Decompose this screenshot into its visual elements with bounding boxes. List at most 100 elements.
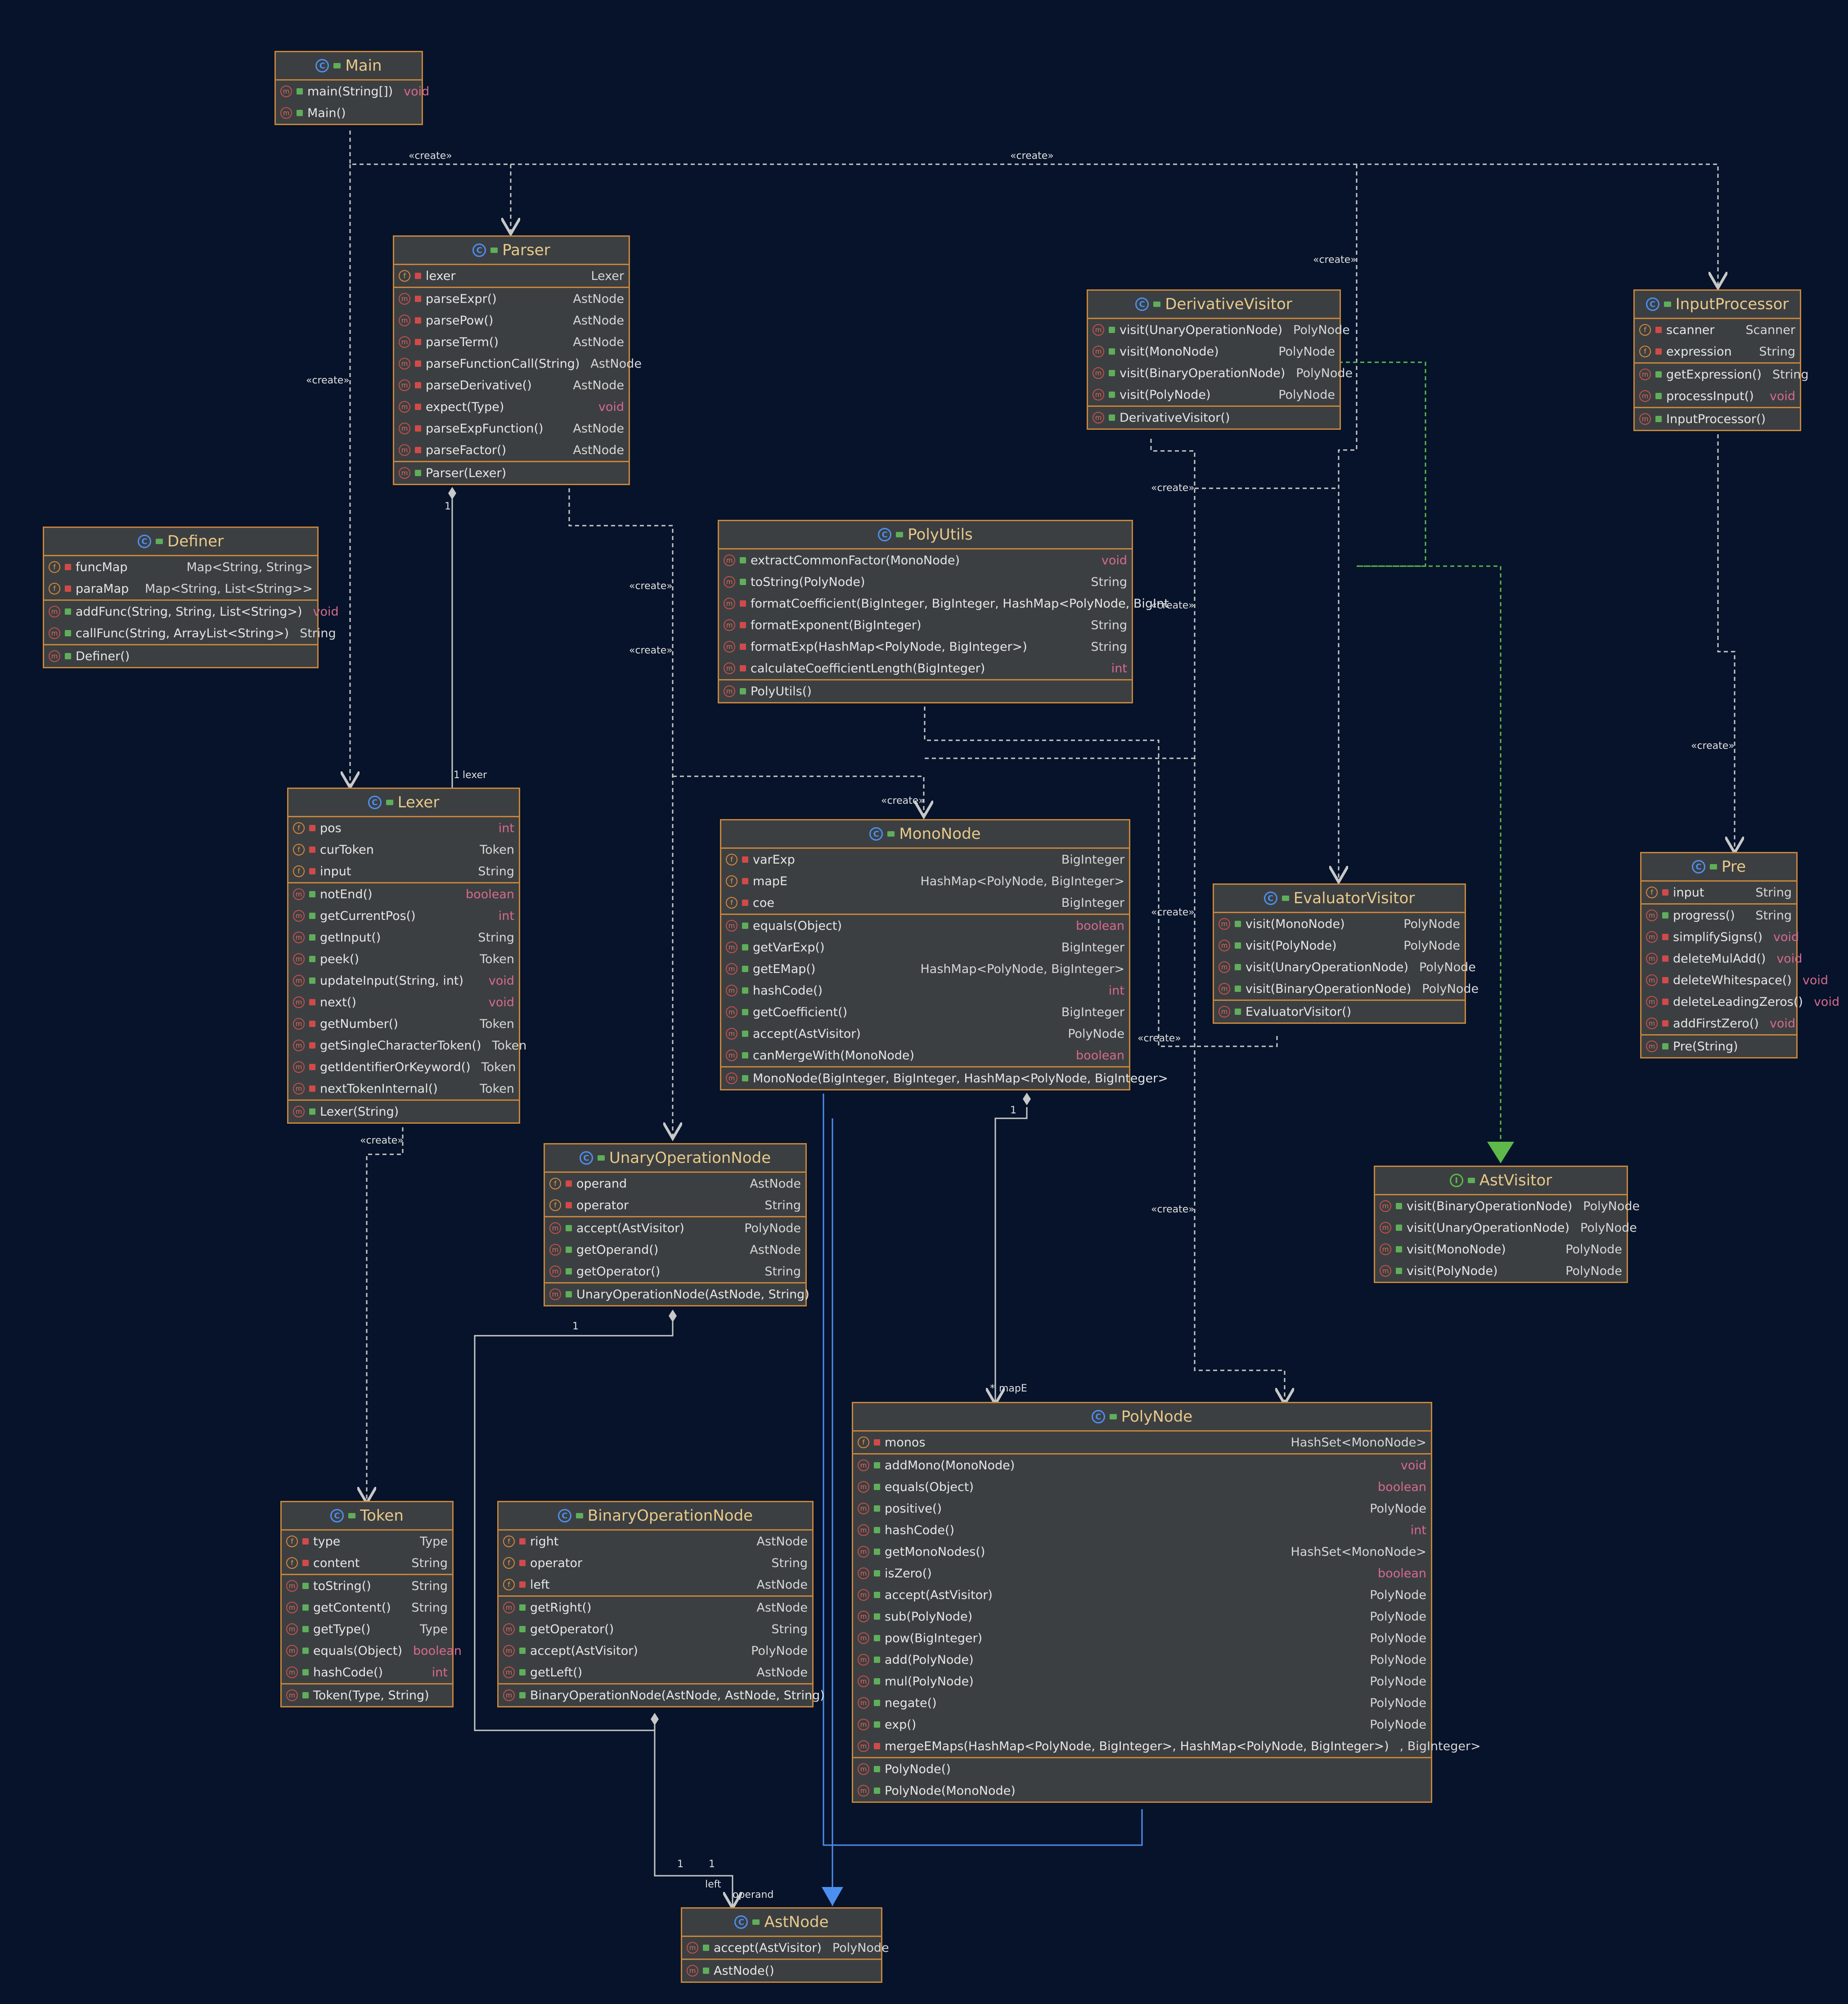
- method-row[interactable]: mparseDerivative()AstNode: [394, 374, 629, 396]
- method-row[interactable]: mequals(Object)boolean: [721, 915, 1129, 937]
- method-row[interactable]: mgetCurrentPos()int: [288, 905, 519, 927]
- method-row[interactable]: mnextTokenInternal()Token: [288, 1078, 519, 1099]
- method-row[interactable]: mextractCommonFactor(MonoNode)void: [719, 549, 1132, 571]
- method-row[interactable]: misZero()boolean: [853, 1563, 1431, 1584]
- field-row[interactable]: ftypeType: [282, 1531, 452, 1552]
- field-row[interactable]: foperatorString: [545, 1194, 805, 1216]
- field-row[interactable]: frightAstNode: [499, 1531, 812, 1552]
- method-row[interactable]: mEvaluatorVisitor(): [1214, 1001, 1465, 1022]
- method-row[interactable]: mvisit(PolyNode)PolyNode: [1375, 1260, 1627, 1282]
- method-row[interactable]: mnegate()PolyNode: [853, 1692, 1431, 1714]
- method-row[interactable]: madd(PolyNode)PolyNode: [853, 1649, 1431, 1671]
- method-row[interactable]: maccept(AstVisitor)PolyNode: [682, 1937, 889, 1959]
- field-row[interactable]: fmonosHashSet<MonoNode>: [853, 1432, 1431, 1453]
- class-definer[interactable]: CDefinerffuncMapMap<String, String>fpara…: [43, 527, 339, 668]
- method-row[interactable]: mLexer(String): [288, 1101, 519, 1122]
- method-row[interactable]: mformatCoefficient(BigInteger, BigIntege…: [719, 593, 1169, 614]
- method-row[interactable]: mdeleteWhitespace()void: [1641, 969, 1828, 991]
- class-mono-node[interactable]: CMonoNodefvarExpBigIntegerfmapEHashMap<P…: [720, 819, 1168, 1090]
- method-row[interactable]: mgetNumber()Token: [288, 1013, 519, 1035]
- method-row[interactable]: mgetMonoNodes()HashSet<MonoNode>: [853, 1541, 1431, 1563]
- method-row[interactable]: mPre(String): [1641, 1036, 1796, 1057]
- method-row[interactable]: mmergeEMaps(HashMap<PolyNode, BigInteger…: [853, 1735, 1481, 1757]
- method-row[interactable]: mgetOperator()String: [499, 1618, 812, 1640]
- method-row[interactable]: mMonoNode(BigInteger, BigInteger, HashMa…: [721, 1067, 1168, 1089]
- method-row[interactable]: mgetLeft()AstNode: [499, 1662, 812, 1683]
- method-row[interactable]: maccept(AstVisitor)PolyNode: [721, 1023, 1129, 1045]
- method-row[interactable]: mvisit(MonoNode)PolyNode: [1375, 1238, 1627, 1260]
- method-row[interactable]: mgetIdentifierOrKeyword()Token: [288, 1056, 519, 1078]
- method-row[interactable]: mpeek()Token: [288, 948, 519, 970]
- method-row[interactable]: mvisit(UnaryOperationNode)PolyNode: [1214, 956, 1476, 978]
- method-row[interactable]: mvisit(BinaryOperationNode)PolyNode: [1214, 978, 1479, 1000]
- method-row[interactable]: mexpect(Type)void: [394, 396, 629, 418]
- method-row[interactable]: mBinaryOperationNode(AstNode, AstNode, S…: [499, 1684, 825, 1706]
- method-row[interactable]: mPolyNode(): [853, 1758, 1431, 1780]
- method-row[interactable]: mvisit(UnaryOperationNode)PolyNode: [1088, 319, 1350, 341]
- method-row[interactable]: mcanMergeWith(MonoNode)boolean: [721, 1045, 1129, 1066]
- method-row[interactable]: mhashCode()int: [721, 980, 1129, 1001]
- method-row[interactable]: mInputProcessor(): [1635, 408, 1800, 430]
- method-row[interactable]: mvisit(UnaryOperationNode)PolyNode: [1375, 1217, 1637, 1238]
- class-poly-node[interactable]: CPolyNodefmonosHashSet<MonoNode>maddMono…: [852, 1402, 1481, 1803]
- class-unary-operation-node[interactable]: CUnaryOperationNodefoperandAstNodefopera…: [544, 1143, 809, 1306]
- field-row[interactable]: fmapEHashMap<PolyNode, BigInteger>: [721, 870, 1129, 892]
- method-row[interactable]: mhashCode()int: [282, 1662, 452, 1683]
- method-row[interactable]: mparseExpFunction()AstNode: [394, 418, 629, 439]
- method-row[interactable]: mupdateInput(String, int)void: [288, 970, 519, 991]
- method-row[interactable]: mgetRight()AstNode: [499, 1597, 812, 1618]
- method-row[interactable]: maddMono(MonoNode)void: [853, 1455, 1431, 1476]
- method-row[interactable]: mequals(Object)boolean: [282, 1640, 462, 1662]
- method-row[interactable]: mmul(PolyNode)PolyNode: [853, 1671, 1431, 1692]
- method-row[interactable]: mvisit(MonoNode)PolyNode: [1214, 913, 1465, 935]
- method-row[interactable]: mgetContent()String: [282, 1597, 452, 1618]
- method-row[interactable]: mtoString(PolyNode)String: [719, 571, 1132, 593]
- method-row[interactable]: mcalculateCoefficientLength(BigInteger)i…: [719, 657, 1132, 679]
- method-row[interactable]: mgetOperator()String: [545, 1261, 805, 1282]
- method-row[interactable]: mequals(Object)boolean: [853, 1476, 1431, 1498]
- field-row[interactable]: fscannerScanner: [1635, 319, 1800, 341]
- field-row[interactable]: finputString: [1641, 882, 1796, 903]
- field-row[interactable]: fexpressionString: [1635, 341, 1800, 362]
- method-row[interactable]: mparseFactor()AstNode: [394, 439, 629, 461]
- field-row[interactable]: fvarExpBigInteger: [721, 849, 1129, 870]
- method-row[interactable]: mparseFunctionCall(String)AstNode: [394, 353, 642, 374]
- field-row[interactable]: foperatorString: [499, 1552, 812, 1574]
- method-row[interactable]: mcallFunc(String, ArrayList<String>)Stri…: [44, 622, 336, 644]
- method-row[interactable]: mprogress()String: [1641, 905, 1796, 926]
- class-evaluator-visitor[interactable]: CEvaluatorVisitormvisit(MonoNode)PolyNod…: [1213, 883, 1479, 1024]
- method-row[interactable]: mvisit(BinaryOperationNode)PolyNode: [1088, 362, 1353, 384]
- method-row[interactable]: mgetVarExp()BigInteger: [721, 937, 1129, 958]
- field-row[interactable]: fcurTokenToken: [288, 839, 519, 860]
- method-row[interactable]: mparseTerm()AstNode: [394, 331, 629, 353]
- class-input-processor[interactable]: CInputProcessorfscannerScannerfexpressio…: [1633, 289, 1809, 431]
- method-row[interactable]: mdeleteLeadingZeros()void: [1641, 991, 1839, 1013]
- field-row[interactable]: fposint: [288, 817, 519, 839]
- method-row[interactable]: mparseExpr()AstNode: [394, 288, 629, 310]
- class-main[interactable]: CMainmmain(String[])voidmMain(): [274, 51, 429, 125]
- field-row[interactable]: foperandAstNode: [545, 1173, 805, 1194]
- method-row[interactable]: mToken(Type, String): [282, 1684, 452, 1706]
- method-row[interactable]: mPolyUtils(): [719, 680, 1132, 702]
- method-row[interactable]: maddFirstZero()void: [1641, 1013, 1796, 1034]
- class-binary-operation-node[interactable]: CBinaryOperationNodefrightAstNodefoperat…: [497, 1501, 825, 1707]
- class-derivative-visitor[interactable]: CDerivativeVisitormvisit(UnaryOperationN…: [1087, 289, 1353, 430]
- method-row[interactable]: mgetOperand()AstNode: [545, 1239, 805, 1261]
- field-row[interactable]: fparaMapMap<String, List<String>>: [44, 578, 317, 599]
- method-row[interactable]: msub(PolyNode)PolyNode: [853, 1606, 1431, 1627]
- method-row[interactable]: mPolyNode(MonoNode): [853, 1780, 1431, 1801]
- method-row[interactable]: mMain(): [276, 102, 422, 124]
- method-row[interactable]: mgetExpression()String: [1635, 364, 1809, 385]
- method-row[interactable]: mvisit(PolyNode)PolyNode: [1214, 935, 1465, 956]
- method-row[interactable]: mformatExp(HashMap<PolyNode, BigInteger>…: [719, 636, 1132, 657]
- method-row[interactable]: maccept(AstVisitor)PolyNode: [853, 1584, 1431, 1606]
- method-row[interactable]: mvisit(PolyNode)PolyNode: [1088, 384, 1340, 405]
- method-row[interactable]: mgetType()Type: [282, 1618, 452, 1640]
- method-row[interactable]: mparsePow()AstNode: [394, 310, 629, 331]
- method-row[interactable]: mvisit(MonoNode)PolyNode: [1088, 341, 1340, 362]
- method-row[interactable]: maccept(AstVisitor)PolyNode: [545, 1217, 805, 1239]
- method-row[interactable]: mgetEMap()HashMap<PolyNode, BigInteger>: [721, 958, 1129, 980]
- class-token[interactable]: CTokenftypeTypefcontentStringmtoString()…: [280, 1501, 462, 1707]
- method-row[interactable]: mexp()PolyNode: [853, 1714, 1431, 1735]
- method-row[interactable]: mprocessInput()void: [1635, 385, 1800, 407]
